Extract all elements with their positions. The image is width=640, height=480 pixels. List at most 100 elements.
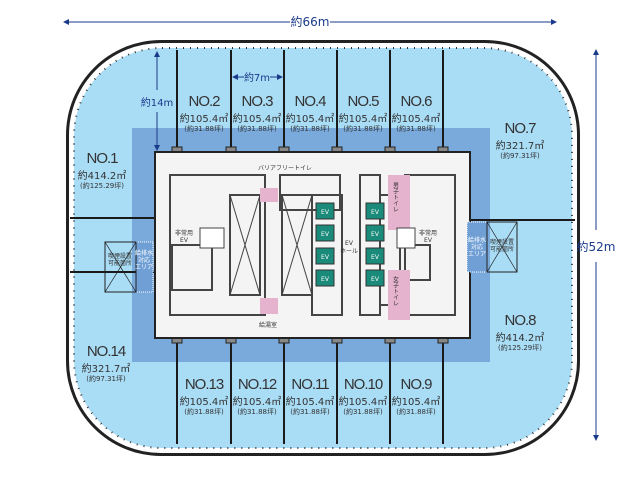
unit-name: NO.7: [504, 120, 536, 137]
unit-tsubo: (約97.31坪): [86, 374, 126, 383]
unit-tsubo: (約125.29坪): [498, 343, 542, 352]
unit-3[interactable]: NO.3 約105.4㎡(約31.88坪): [233, 93, 282, 133]
unit-name: NO.9: [400, 376, 432, 393]
unit-area: 約105.4㎡: [339, 395, 388, 408]
kyutoshitsu-room: [260, 298, 278, 314]
barrier-free-toilet: [260, 188, 278, 202]
unit-name: NO.2: [188, 93, 220, 110]
elevator-label: EV: [321, 254, 330, 261]
water-area-left-l2: 対応: [138, 256, 150, 264]
elevator: [315, 247, 335, 265]
unit-area: 約105.4㎡: [286, 112, 335, 125]
elevator: [315, 269, 335, 287]
elevator: [315, 224, 335, 242]
unit-area: 約321.7㎡: [496, 139, 545, 152]
elevator-label: EV: [371, 276, 380, 283]
unit-name: NO.4: [294, 93, 326, 110]
unit-name: NO.10: [344, 376, 383, 393]
elevator-label: EV: [371, 254, 380, 261]
unit-tsubo: (約31.88坪): [343, 407, 383, 416]
unit-name: NO.13: [185, 376, 224, 393]
elevator-label: EV: [321, 276, 330, 283]
unit-area: 約105.4㎡: [233, 395, 282, 408]
kyutoshitsu-label: 給湯室: [259, 321, 277, 329]
elevator-label: EV: [321, 209, 330, 216]
unit-2[interactable]: NO.2 約105.4㎡(約31.88坪): [180, 93, 229, 133]
elevator: [365, 247, 385, 265]
unit-area: 約105.4㎡: [392, 395, 441, 408]
emergency-ev-left-l2: EV: [180, 237, 189, 244]
unit-tsubo: (約31.88坪): [237, 407, 277, 416]
elevator: [315, 202, 335, 220]
elevator-label: EV: [371, 209, 380, 216]
unit-13[interactable]: NO.13 約105.4㎡(約31.88坪): [180, 376, 229, 416]
water-area-right-l3: エリア: [468, 251, 486, 258]
depth-dimension: 約14m: [141, 96, 173, 109]
unit-tsubo: (約31.88坪): [290, 124, 330, 133]
unit-tsubo: (約125.29坪): [80, 181, 124, 190]
unit-area: 約105.4㎡: [180, 112, 229, 125]
unit-tsubo: (約31.88坪): [396, 124, 436, 133]
elevator-label: EV: [321, 231, 330, 238]
unit-area: 約105.4㎡: [286, 395, 335, 408]
water-area-left-l1: 給排水: [135, 249, 153, 257]
womens-toilet: [388, 270, 410, 320]
barrier-free-toilet-label: バリアフリートイレ: [258, 165, 312, 172]
smoking-area-right-l2: 可能箇所: [490, 245, 514, 253]
unit-11[interactable]: NO.11 約105.4㎡(約31.88坪): [286, 376, 335, 416]
elevators: EV EV EV EV EV EV EV EV: [315, 202, 385, 287]
unit-tsubo: (約31.88坪): [343, 124, 383, 133]
unit-name: NO.3: [241, 93, 273, 110]
smoking-area-left-l1: 喫煙設置: [108, 252, 132, 260]
womens-toilet-label: 女子トイレ: [392, 275, 399, 306]
height-dimension: 約52m: [577, 239, 616, 254]
unit-area: 約105.4㎡: [180, 395, 229, 408]
water-area-right-l1: 給排水: [468, 236, 486, 244]
unit-name: NO.11: [291, 376, 329, 393]
ev-hall-l2: ホール: [340, 248, 358, 255]
unit-area: 約105.4㎡: [233, 112, 282, 125]
elevator: [365, 202, 385, 220]
unit-area: 約414.2㎡: [496, 331, 545, 344]
unit-name: NO.8: [504, 312, 536, 329]
unit-7[interactable]: NO.7 約321.7㎡(約97.31坪): [496, 120, 545, 160]
emergency-ev-right-l2: EV: [424, 237, 433, 244]
unit-10[interactable]: NO.10 約105.4㎡(約31.88坪): [339, 376, 388, 416]
unit-name: NO.6: [400, 93, 432, 110]
smoking-area-left-l2: 可能箇所: [108, 259, 132, 267]
dimension-lines: [63, 19, 599, 441]
elevator: [365, 224, 385, 242]
width-dimension: 約66m: [291, 14, 330, 29]
mens-toilet-label: 男子トイレ: [392, 182, 399, 212]
unit-tsubo: (約31.88坪): [184, 407, 224, 416]
unit-tsubo: (約97.31坪): [500, 151, 540, 160]
water-area-left-l3: エリア: [135, 264, 153, 271]
unit-name: NO.5: [347, 93, 379, 110]
unit-name: NO.12: [238, 376, 277, 393]
ev-hall-l1: EV: [345, 240, 354, 247]
smoking-area-right-l1: 喫煙設置: [490, 238, 514, 246]
unit-name: NO.1: [86, 150, 118, 167]
elevator: [365, 269, 385, 287]
mens-toilet: [388, 175, 410, 230]
span-dimension: 約7m: [244, 71, 270, 84]
elevator-label: EV: [371, 231, 380, 238]
emergency-ev-right-l1: 非常用: [419, 229, 437, 237]
unit-4[interactable]: NO.4 約105.4㎡(約31.88坪): [286, 93, 335, 133]
unit-tsubo: (約31.88坪): [184, 124, 224, 133]
unit-area: 約105.4㎡: [392, 112, 441, 125]
water-area-right-l2: 対応: [471, 243, 483, 251]
unit-12[interactable]: NO.12 約105.4㎡(約31.88坪): [233, 376, 282, 416]
unit-6[interactable]: NO.6 約105.4㎡(約31.88坪): [392, 93, 441, 133]
unit-tsubo: (約31.88坪): [290, 407, 330, 416]
unit-8[interactable]: NO.8 約414.2㎡(約125.29坪): [496, 312, 545, 352]
unit-tsubo: (約31.88坪): [237, 124, 277, 133]
unit-name: NO.14: [87, 343, 126, 360]
emergency-ev-left-l1: 非常用: [175, 229, 193, 237]
